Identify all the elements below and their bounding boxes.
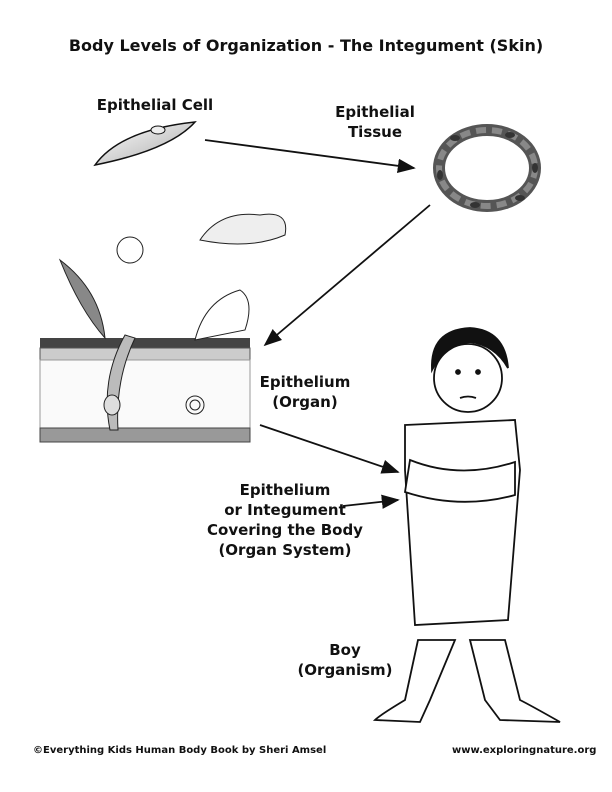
- epithelial-cell-icon: [93, 121, 197, 167]
- footer-credit: ©Everything Kids Human Body Book by Sher…: [33, 745, 327, 756]
- label-system-line2: or Integument: [224, 501, 346, 519]
- label-organ-line1: Epithelium: [259, 373, 351, 391]
- label-organism-line2: (Organism): [297, 661, 393, 679]
- label-system-line3: Covering the Body: [207, 521, 363, 539]
- label-epithelial-cell: Epithelial Cell: [96, 96, 214, 114]
- epithelial-tissue-ring-icon: [433, 124, 541, 212]
- footer-website: www.exploringnature.org: [452, 745, 597, 756]
- label-system-line4: (Organ System): [218, 541, 352, 559]
- boy-figure-icon: [372, 327, 561, 723]
- label-organ-line2: (Organ): [272, 393, 338, 411]
- label-organism-line1: Boy: [329, 641, 361, 659]
- label-tissue-line2: Tissue: [347, 123, 403, 141]
- label-system-line1: Epithelium: [239, 481, 331, 499]
- skin-cross-section-icon: [39, 213, 287, 443]
- page-title: Body Levels of Organization - The Integu…: [68, 36, 544, 55]
- flow-arrows: [204, 139, 431, 509]
- label-tissue-line1: Epithelial: [335, 103, 415, 121]
